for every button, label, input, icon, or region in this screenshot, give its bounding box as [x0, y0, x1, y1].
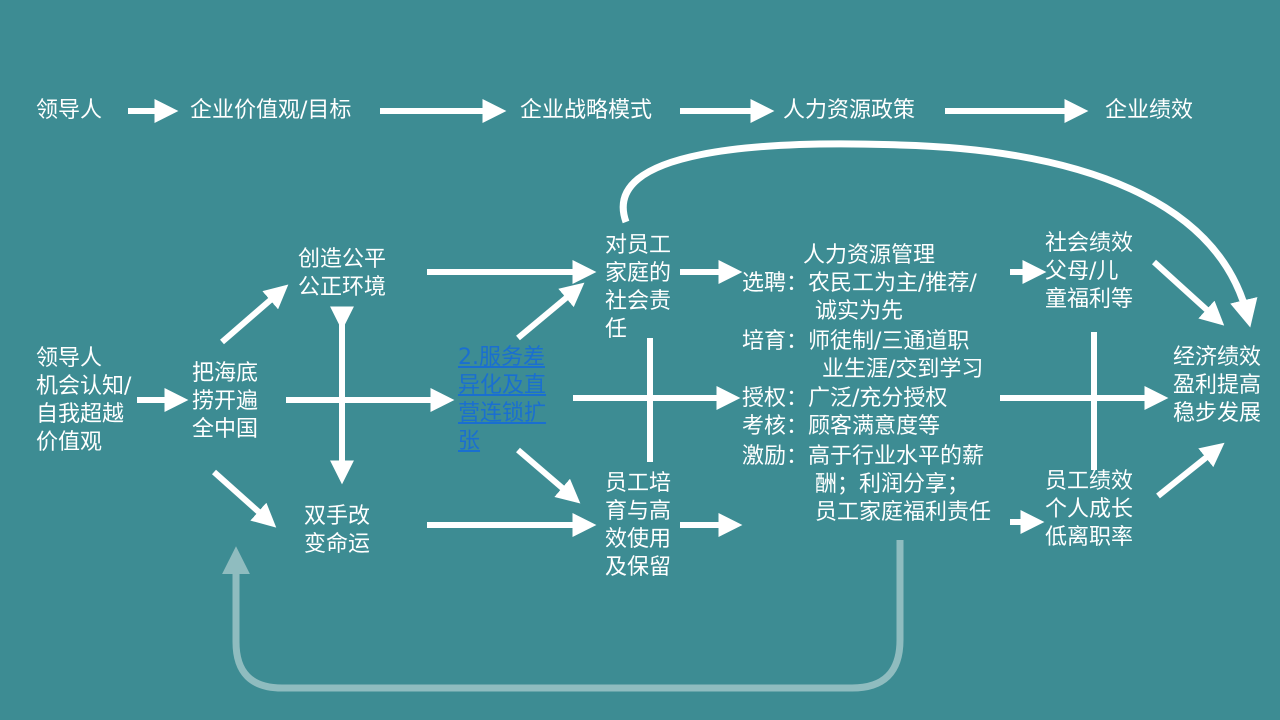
strategy-link-box[interactable]: 2.服务差 异化及直 营连锁扩 张 [458, 344, 546, 456]
leader-line: 自我超越 [36, 402, 125, 427]
top-values-label: 企业价值观/目标 [190, 98, 352, 123]
hr-authorization-line: 授权：广泛/充分授权 [742, 386, 948, 411]
family-line: 家庭的 [605, 261, 672, 286]
social-line: 童福利等 [1045, 287, 1134, 312]
training-line: 及保留 [605, 555, 672, 580]
hr-incentive-line2: 酬；利润分享； [815, 472, 970, 497]
arrow-social-to-economic [1151, 259, 1225, 326]
hr-incentive-line3: 员工家庭福利责任 [815, 500, 992, 525]
haidilao-box: 把海底 捞开遍 全中国 [192, 360, 258, 444]
social-line: 社会绩效 [1045, 231, 1134, 256]
arrow-staff-to-economic [1156, 442, 1225, 499]
family-line: 社会责 [605, 289, 672, 314]
change-fate-box: 双手改 变命运 [304, 503, 370, 559]
training-line: 育与高 [605, 499, 672, 524]
hr-title: 人力资源管理 [803, 243, 936, 268]
family-line: 任 [605, 317, 628, 342]
haidilao-line: 全中国 [192, 417, 259, 442]
fair-environment-box: 创造公平 公正环境 [298, 246, 386, 302]
change-line: 双手改 [304, 504, 371, 529]
haidilao-line: 把海底 [192, 361, 259, 386]
hr-incentive-line: 激励：高于行业水平的薪 [742, 444, 985, 469]
top-performance-label: 企业绩效 [1105, 98, 1194, 123]
top-hr-policy-label: 人力资源政策 [783, 98, 916, 123]
hr-training-line: 培育：师徒制/三通道职 [742, 329, 970, 354]
arrow-haidilao-to-change [212, 469, 277, 528]
arrow-link-to-family [516, 282, 585, 341]
top-strategy-label: 企业战略模式 [520, 98, 653, 123]
hr-selection-line2: 诚实为先 [815, 299, 904, 324]
strategy-link[interactable]: 张 [458, 429, 481, 454]
social-performance-box: 社会绩效 父母/儿 童福利等 [1045, 230, 1133, 314]
training-line: 员工培 [605, 471, 672, 496]
family-responsibility-box: 对员工 家庭的 社会责 任 [605, 232, 671, 344]
hr-selection-line: 选聘：农民工为主/推荐/ [742, 271, 977, 296]
haidilao-line: 捞开遍 [192, 389, 259, 414]
social-line: 父母/儿 [1045, 259, 1119, 284]
change-line: 变命运 [304, 532, 371, 557]
leader-line: 机会认知/ [36, 374, 132, 399]
strategy-link[interactable]: 2.服务差 [458, 345, 545, 370]
hr-assessment-line: 考核：顾客满意度等 [742, 414, 941, 439]
feedback-loop-arrow [222, 540, 904, 692]
arrow-haidilao-to-fair [220, 284, 289, 345]
training-line: 效使用 [605, 527, 672, 552]
staff-performance-box: 员工绩效 个人成长 低离职率 [1045, 468, 1133, 552]
hr-training-line2: 业生涯/交到学习 [822, 357, 984, 382]
fair-line: 创造公平 [298, 247, 387, 272]
family-line: 对员工 [605, 233, 672, 258]
strategy-link[interactable]: 异化及直 [458, 373, 547, 398]
economic-performance-box: 经济绩效 盈利提高 稳步发展 [1173, 344, 1261, 428]
economic-line: 稳步发展 [1173, 401, 1262, 426]
top-leader-label: 领导人 [36, 98, 103, 123]
economic-line: 经济绩效 [1173, 345, 1262, 370]
staff-line: 低离职率 [1045, 525, 1134, 550]
staff-line: 员工绩效 [1045, 469, 1134, 494]
staff-line: 个人成长 [1045, 497, 1134, 522]
strategy-link[interactable]: 营连锁扩 [458, 401, 547, 426]
leader-box: 领导人 机会认知/ 自我超越 价值观 [36, 345, 131, 457]
economic-line: 盈利提高 [1173, 373, 1262, 398]
staff-training-box: 员工培 育与高 效使用 及保留 [605, 470, 671, 582]
leader-line: 价值观 [36, 430, 103, 455]
arrow-link-to-training [516, 447, 581, 504]
fair-line: 公正环境 [298, 275, 387, 300]
curve-family-to-economic [619, 140, 1258, 328]
leader-line: 领导人 [36, 346, 103, 371]
